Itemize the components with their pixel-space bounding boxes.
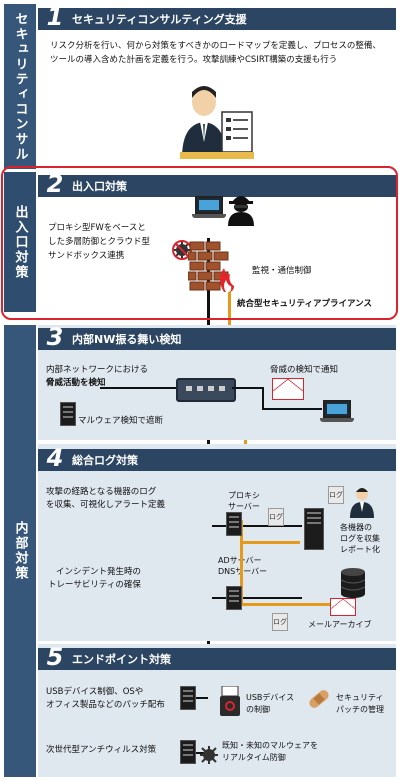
usb-icon [218, 685, 242, 716]
section-2-header: 2 出入口対策 [38, 170, 396, 198]
s2-desc-line3: サンドボックス連携 [48, 251, 125, 261]
s3-threat-notify: 脅威の検知で通知 [270, 365, 339, 375]
mail-icon [330, 598, 356, 616]
usb-label1: USBデバイス [246, 693, 295, 702]
s3-desc-line1: 内部ネットワークにおける [46, 365, 149, 375]
admin-user-icon [350, 486, 374, 518]
s3-malware-block: マルウェア検知で遮断 [78, 416, 164, 426]
network-line [262, 387, 264, 409]
s5-desc-line1: USBデバイス制御、OSや [46, 687, 144, 697]
ad-server-icon [226, 586, 242, 610]
malware-label1: 既知・未知のマルウェアを [222, 741, 318, 750]
mail-archive-label: メールアーカイブ [308, 620, 372, 629]
s2-desc-line2: した多層防御とクラウド型 [48, 237, 151, 247]
database-icon [340, 568, 366, 598]
log-doc-icon: ログ [268, 508, 284, 526]
malware-label2: リアルタイム防御 [222, 753, 286, 762]
log-flow-line [240, 541, 300, 544]
log-flow-line [240, 520, 243, 605]
collect-label1: 各機器の [340, 523, 372, 532]
proxy-server-icon [226, 512, 242, 536]
section-title: セキュリティコンサルティング支援 [72, 13, 247, 26]
collect-label3: レポート化 [340, 545, 380, 554]
log-flow-line [240, 603, 340, 606]
section-title: 内部NW振る舞い検知 [72, 333, 182, 346]
usb-label2: の制御 [246, 705, 270, 714]
s5-av-label: 次世代型アンチウィルス対策 [46, 745, 157, 755]
sidebar-consul: セキュリティコンサル [4, 4, 36, 169]
section-title: エンドポイント対策 [72, 653, 171, 666]
section-number: 4 [46, 444, 64, 472]
laptop-icon [192, 196, 226, 218]
endpoint-server-icon [180, 686, 196, 710]
proxy-server-label1: プロキシ [228, 491, 260, 500]
s2-desc-line1: プロキシ型FWをベースと [48, 223, 146, 233]
shield-virus-icon [198, 744, 220, 766]
endpoint-server-icon [180, 740, 196, 764]
patch-label2: パッチの管理 [336, 705, 384, 714]
s4-desc-line4: トレーサビリティの確保 [48, 580, 141, 590]
log-server-icon [304, 508, 324, 550]
network-line [194, 752, 208, 754]
log-flow-line [228, 290, 231, 355]
network-line [212, 597, 302, 599]
patch-icon [306, 686, 332, 712]
s5-desc-line2: オフィス製品などのパッチ配布 [46, 700, 165, 710]
section-title: 総合ログ対策 [72, 454, 138, 467]
section-number: 1 [46, 3, 64, 31]
consultant-icon [178, 80, 258, 160]
firewall-icon [187, 236, 234, 292]
section-number: 5 [46, 643, 64, 671]
ad-server-label: ADサーバー [218, 555, 262, 566]
section-3-header: 3 内部NW振る舞い検知 [38, 323, 396, 351]
s3-desc-line2: 脅威活動を検知 [46, 378, 106, 388]
network-line [100, 387, 176, 389]
section-1-header: 1 セキュリティコンサルティング支援 [38, 3, 396, 31]
s1-desc-line1: リスク分析を行い、何から対策をすべきかのロードマップを定義し、プロセスの整備、 [50, 41, 381, 51]
alert-mail-icon [272, 378, 304, 400]
s2-monitor-label: 監視・通信制御 [252, 266, 312, 276]
server-icon [60, 402, 76, 426]
switch-icon [176, 378, 236, 402]
collect-label2: ログを収集 [340, 534, 380, 543]
sidebar-internal: 内部対策 [4, 325, 36, 777]
attacker-icon [226, 192, 256, 226]
section-4-header: 4 総合ログ対策 [38, 444, 396, 472]
log-doc-icon: ログ [272, 613, 288, 631]
section-number: 2 [46, 170, 64, 198]
entrance-highlight-box [1, 166, 398, 320]
proxy-server-label2: サーバー [228, 502, 260, 511]
network-line [262, 408, 322, 410]
network-line [212, 525, 302, 527]
sidebar-entrance: 出入口対策 [4, 172, 36, 312]
patch-label1: セキュリティ [336, 693, 384, 702]
laptop-icon [320, 400, 354, 422]
s4-desc-line2: を収集、可視化しアラート定義 [46, 500, 166, 510]
s1-desc-line2: ツールの導入含めた計画を定義を行う。攻撃訓練やCSIRT構築の支援も行う [50, 55, 338, 65]
log-doc-icon: ログ [328, 486, 344, 504]
section-number: 3 [46, 323, 64, 351]
network-line [194, 697, 208, 699]
section-5-header: 5 エンドポイント対策 [38, 643, 396, 671]
section-title: 出入口対策 [72, 180, 127, 193]
s4-desc-line3: インシデント発生時の [56, 567, 142, 577]
s2-appliance-label: 統合型セキュリティアプライアンス [237, 299, 372, 309]
network-line [232, 387, 262, 389]
s4-desc-line1: 攻撃の経路となる機器のログ [46, 487, 157, 497]
